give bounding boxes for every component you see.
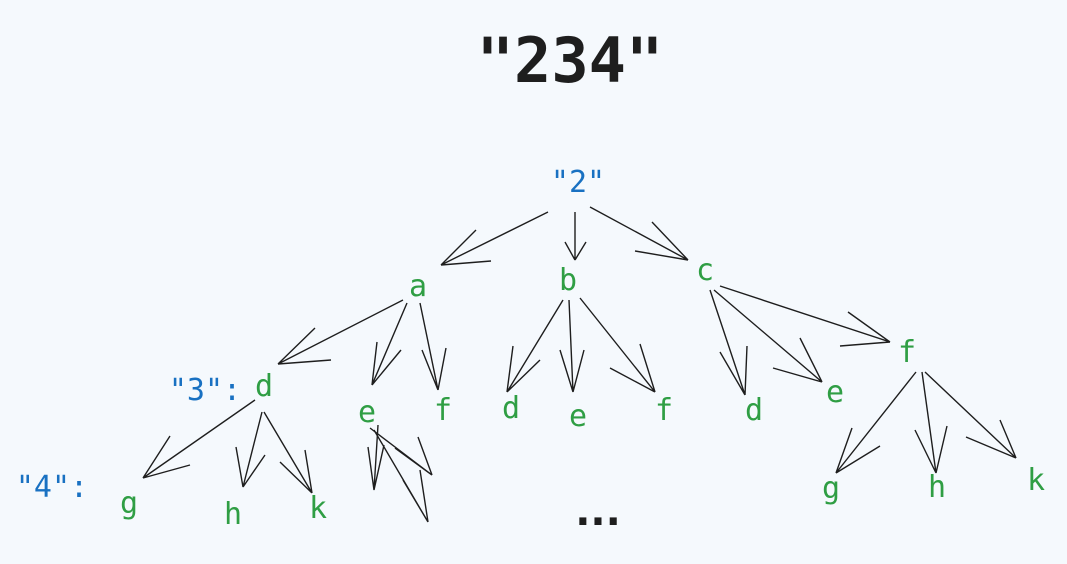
node-c-d: d	[745, 393, 763, 428]
node-a-e: e	[358, 395, 376, 430]
node-a: a	[409, 269, 427, 304]
diagram-title: "234"	[477, 24, 664, 97]
edge-cf-g	[835, 371, 917, 474]
edge-b-d	[506, 299, 564, 393]
edge-cf-h	[914, 371, 948, 474]
node-a-d: d	[255, 369, 273, 404]
edge-a-e	[371, 302, 408, 386]
edges-a	[277, 299, 447, 391]
edge-root-a	[440, 211, 549, 266]
ellipsis: ...	[575, 489, 621, 535]
edge-c-f	[719, 285, 891, 347]
node-cf-h: h	[928, 470, 946, 505]
node-c-f: f	[898, 335, 916, 370]
edge-ae-3	[373, 429, 429, 523]
node-ad-h: h	[224, 497, 242, 532]
edge-c-d	[709, 289, 748, 396]
edge-ae-2	[369, 427, 433, 476]
edges-b	[506, 297, 656, 393]
edges-root	[440, 206, 689, 266]
node-b-f: f	[655, 393, 673, 428]
edge-b-e	[559, 299, 585, 393]
edges-ad	[142, 399, 313, 494]
edge-c-e	[713, 289, 823, 383]
edge-ad-g	[142, 399, 256, 479]
node-cf-g: g	[822, 471, 840, 506]
node-c-e: e	[826, 375, 844, 410]
level-label-4: "4":	[16, 470, 88, 505]
node-ad-k: k	[309, 491, 327, 526]
node-cf-k: k	[1027, 463, 1045, 498]
edges-cf	[835, 371, 1017, 474]
edge-cf-k	[924, 371, 1017, 459]
level-label-2: "2"	[551, 165, 605, 200]
edge-ad-h	[235, 411, 266, 488]
node-a-f: f	[434, 393, 452, 428]
node-b-d: d	[502, 391, 520, 426]
node-b-e: e	[569, 399, 587, 434]
edge-a-f	[419, 302, 447, 391]
node-b: b	[559, 263, 577, 298]
edge-root-b	[564, 212, 587, 261]
edge-ad-k	[263, 411, 313, 494]
edges-ae	[367, 424, 433, 523]
edges-c	[709, 285, 891, 396]
node-c: c	[696, 253, 714, 288]
edge-b-f	[579, 297, 656, 393]
level-label-3: "3":	[169, 373, 241, 408]
node-ad-g: g	[120, 486, 138, 521]
edge-root-c	[589, 206, 689, 261]
edge-a-d	[277, 299, 404, 365]
